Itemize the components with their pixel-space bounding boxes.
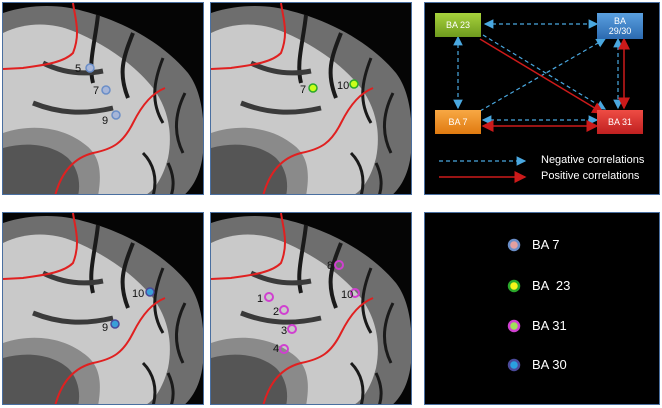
key-label-ba31: BA 31 — [532, 318, 567, 333]
marker-2 — [279, 305, 289, 315]
marker-7 — [101, 85, 111, 95]
marker-label-1: 1 — [257, 293, 263, 305]
marker-label-8: 8 — [327, 260, 333, 272]
marker-8 — [334, 260, 344, 270]
marker-label-5: 5 — [75, 63, 81, 75]
legend-positive-label: Positive correlations — [541, 170, 640, 182]
marker-label-10: 10 — [341, 289, 353, 301]
legend-negative-label: Negative correlations — [541, 154, 645, 166]
brain-panel-5: 8 1 2 3 4 10 — [210, 212, 412, 405]
marker-label-7: 7 — [93, 85, 99, 97]
marker-4 — [279, 344, 289, 354]
marker-9 — [111, 110, 121, 120]
node-ba7: BA 7 — [435, 110, 481, 134]
key-label-ba30: BA 30 — [532, 357, 567, 372]
brain-panel-2: 7 10 — [210, 2, 412, 195]
marker-3 — [287, 324, 297, 334]
marker-10 — [145, 287, 155, 297]
key-label-ba23: BA 23 — [532, 278, 571, 293]
marker-7 — [308, 83, 318, 93]
marker-label-10: 10 — [337, 80, 349, 92]
node-ba2930: BA 29/30 — [597, 13, 643, 39]
key-swatch-ba30 — [507, 358, 521, 372]
edge-ba23-ba31-pos — [479, 38, 605, 114]
marker-label-9: 9 — [102, 322, 108, 334]
marker-10 — [350, 288, 360, 298]
brain-panel-1: 5 7 9 — [2, 2, 204, 195]
brain-slice-image: 8 1 2 3 4 10 — [211, 213, 412, 405]
marker-5 — [85, 63, 95, 73]
network-panel: BA 23 BA 29/30 BA 7 BA 31 Negative corre… — [424, 2, 660, 195]
network-diagram — [439, 19, 630, 183]
color-key-panel: BA 7 BA 23 BA 31 BA 30 — [424, 212, 660, 405]
color-key-swatches — [507, 238, 521, 372]
key-label-ba7: BA 7 — [532, 237, 560, 252]
key-swatch-ba31 — [507, 319, 521, 333]
brain-panel-4: 10 9 — [2, 212, 204, 405]
node-ba31: BA 31 — [597, 110, 643, 134]
marker-label-9: 9 — [102, 115, 108, 127]
marker-label-2: 2 — [273, 306, 279, 318]
key-swatch-ba23 — [507, 279, 521, 293]
marker-9 — [110, 319, 120, 329]
edge-ba23-ba31 — [482, 34, 607, 110]
edge-ba7-ba2930 — [479, 38, 607, 112]
brain-slice-image: 7 10 — [211, 3, 412, 195]
marker-label-10: 10 — [132, 288, 144, 300]
brain-slice-image: 10 9 — [3, 213, 204, 405]
marker-label-4: 4 — [273, 343, 279, 355]
node-ba23: BA 23 — [435, 13, 481, 37]
marker-10 — [349, 79, 359, 89]
marker-label-7: 7 — [300, 84, 306, 96]
marker-1 — [264, 292, 274, 302]
key-swatch-ba7 — [507, 238, 521, 252]
marker-label-3: 3 — [281, 325, 287, 337]
brain-slice-image: 5 7 9 — [3, 3, 204, 195]
